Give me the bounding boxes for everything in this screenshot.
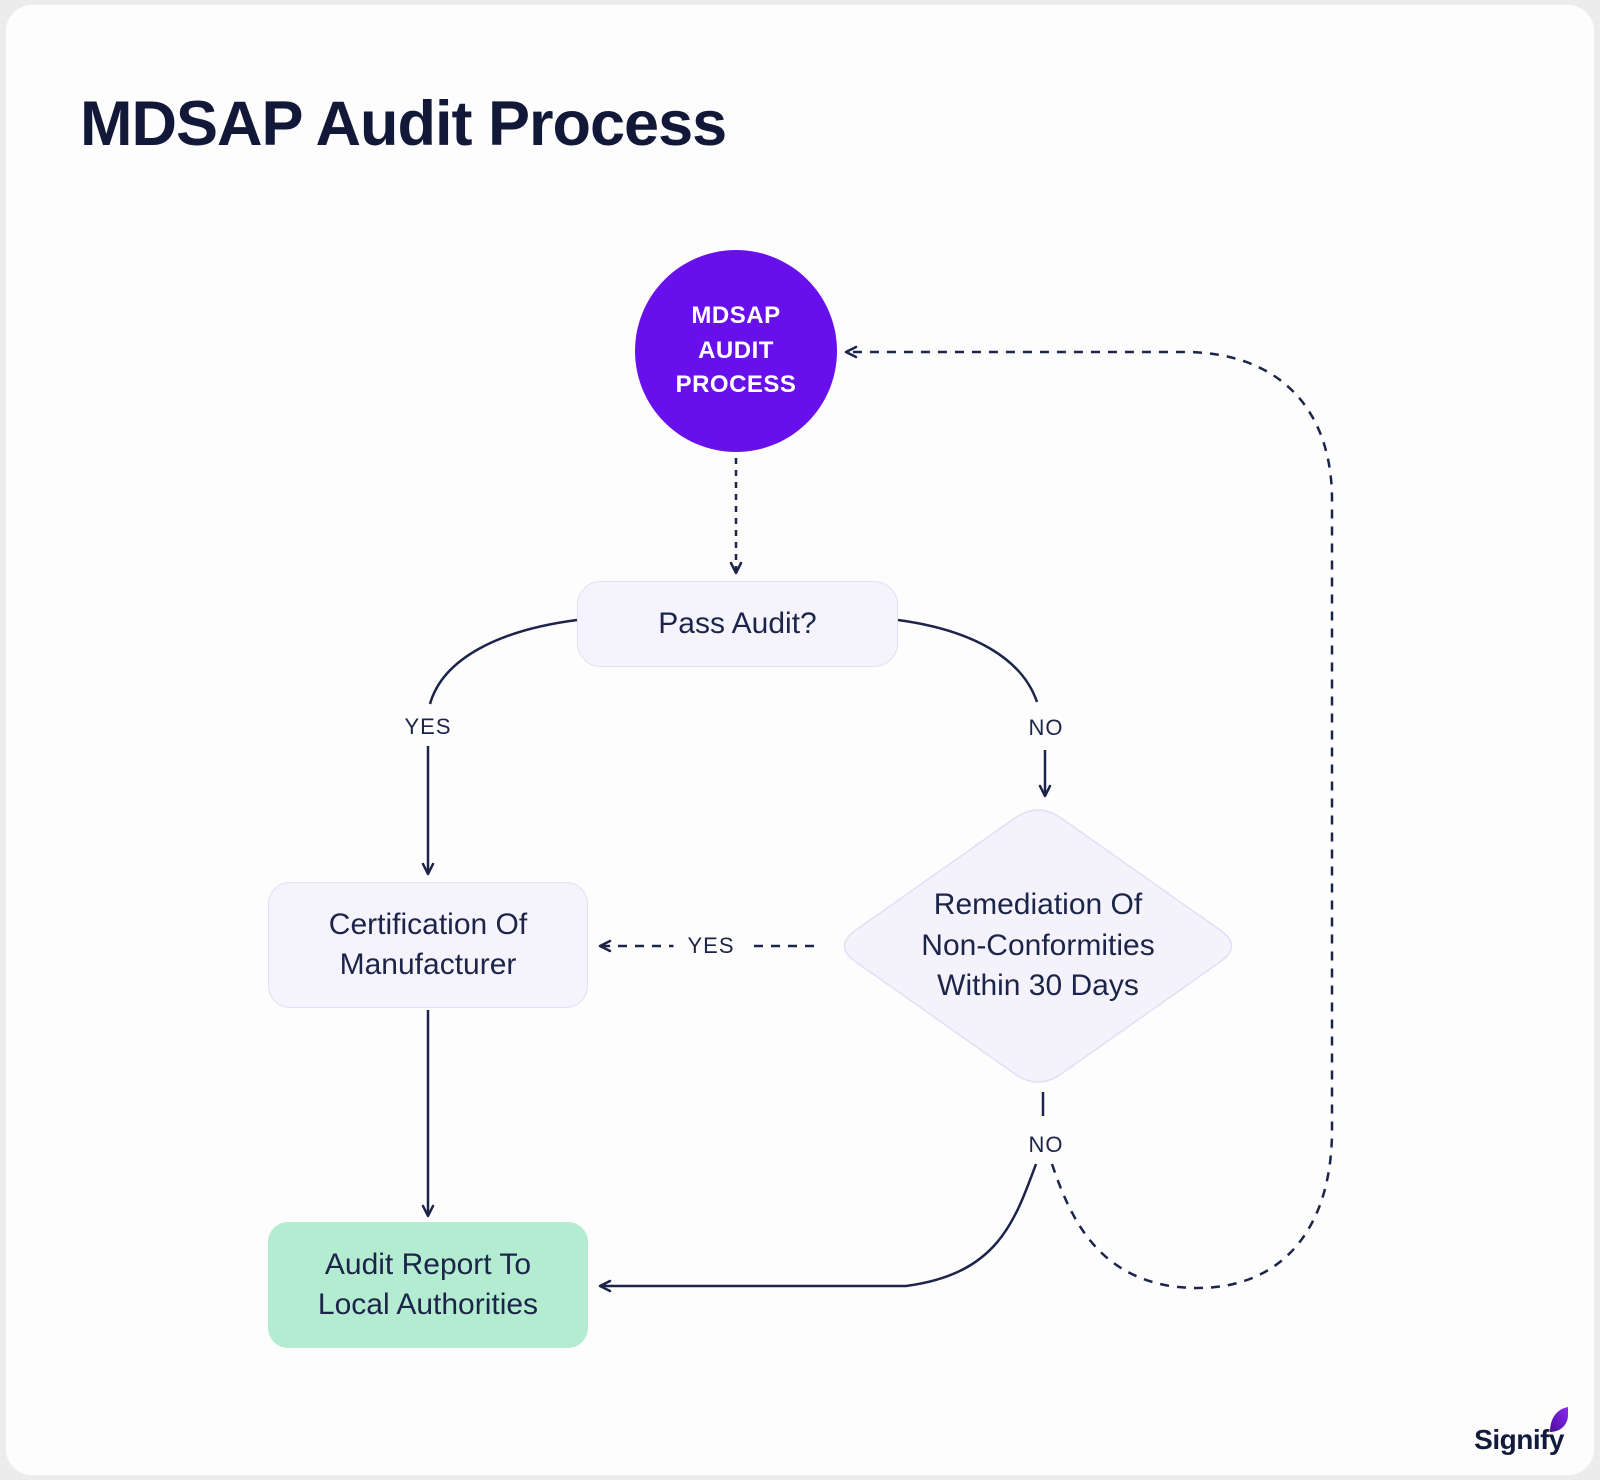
edge-pass-yes-curve <box>428 618 578 705</box>
signify-logo: Signify <box>1474 1407 1568 1456</box>
remediation-diamond-shape <box>843 809 1233 1083</box>
report-line-2: Local Authorities <box>317 1288 539 1321</box>
remediation-line-1: Remediation Of <box>933 888 1143 922</box>
node-pass-audit: Pass Audit? <box>577 581 898 667</box>
report-line-1: Audit Report To <box>324 1248 532 1282</box>
edge-no-feedback-to-start <box>844 345 1334 1290</box>
label-remediation-no: NO <box>1028 1132 1064 1157</box>
label-pass-yes: YES <box>404 714 452 739</box>
signify-logo-text: Signify <box>1474 1424 1564 1455</box>
edge-pass-no-curve <box>897 618 1039 703</box>
certification-line-1: Certification Of <box>328 908 528 942</box>
start-line-1: MDSAP <box>691 301 781 329</box>
remediation-line-2: Non-Conformities <box>921 928 1155 962</box>
node-audit-report-to-local-authorities: Audit Report To Local Authorities <box>268 1222 588 1348</box>
remediation-line-3: Within 30 Days <box>937 969 1139 1003</box>
node-certification-of-manufacturer: Certification Of Manufacturer <box>268 882 588 1008</box>
node-remediation-text: Remediation Of Non-Conformities Within 3… <box>878 882 1198 1010</box>
start-line-2: AUDIT <box>698 336 774 364</box>
certification-line-2: Manufacturer <box>339 948 517 981</box>
edge-no-to-report <box>598 1163 1038 1293</box>
label-pass-no: NO <box>1028 715 1064 740</box>
page-title: MDSAP Audit Process <box>80 89 727 159</box>
start-line-3: PROCESS <box>675 371 797 399</box>
pass-audit-label: Pass Audit? <box>658 607 817 641</box>
label-remediation-yes: YES <box>673 931 749 961</box>
node-mdsap-audit-process: MDSAP AUDIT PROCESS <box>635 250 837 452</box>
signify-flame-icon <box>1550 1407 1568 1432</box>
